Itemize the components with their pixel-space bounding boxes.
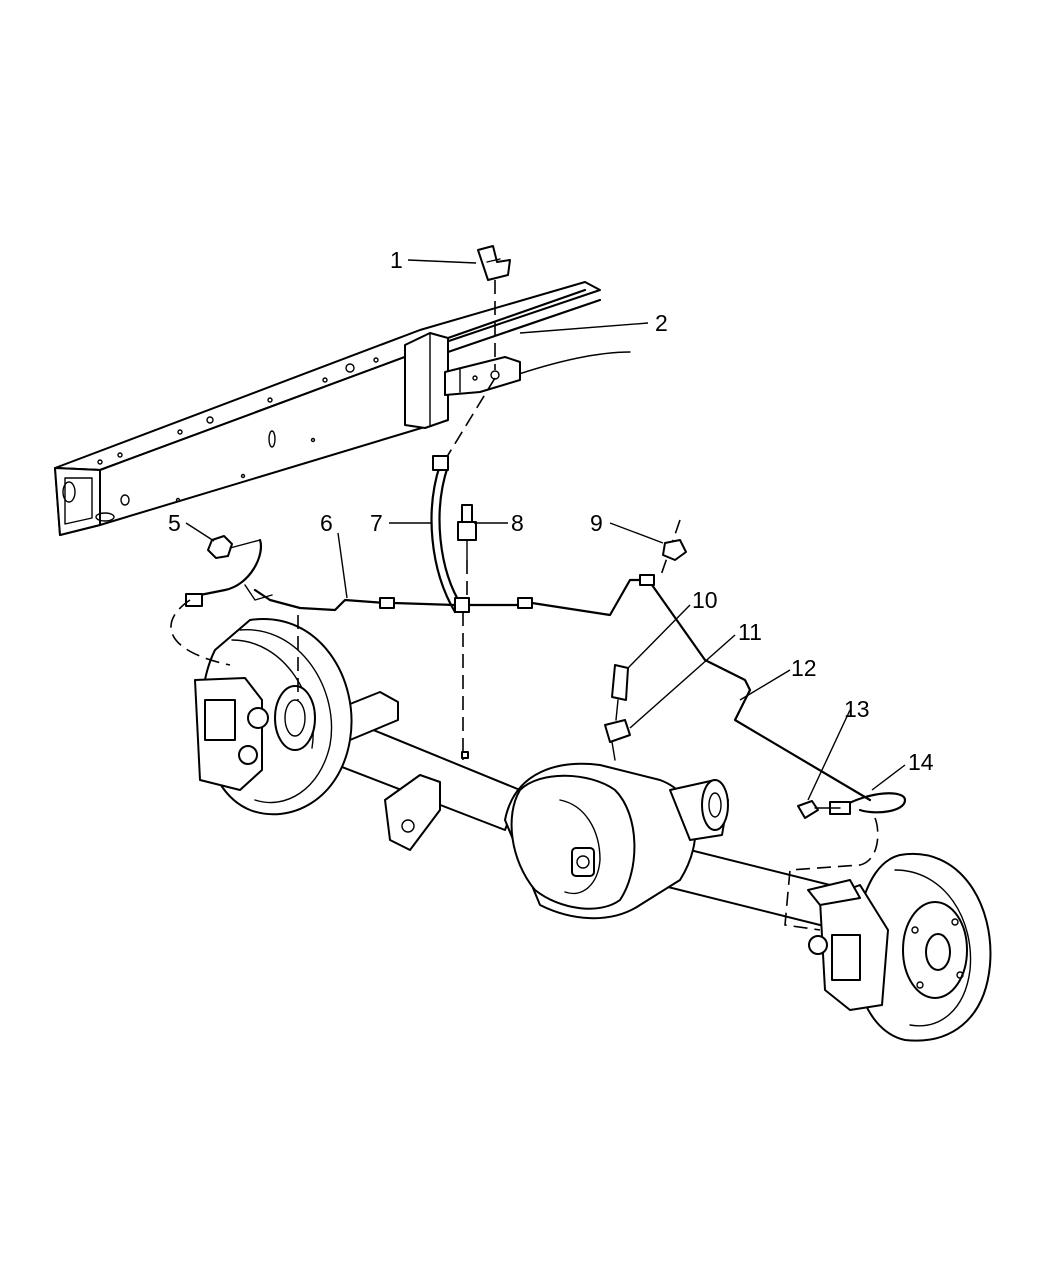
vent: [611, 664, 629, 721]
bolt: [207, 535, 261, 559]
fitting: [457, 504, 477, 600]
callout-1: 1: [390, 247, 403, 273]
axle-clip: [604, 719, 631, 761]
nut: [662, 539, 687, 561]
callout-13: 13: [844, 696, 870, 722]
brake-hose: [430, 377, 496, 614]
frame-rail: [54, 281, 631, 536]
callout-9: 9: [590, 510, 603, 536]
callout-8: 8: [511, 510, 524, 536]
retaining-clip: [477, 245, 511, 281]
callout-14: 14: [908, 749, 934, 775]
callout-5: 5: [168, 510, 181, 536]
callout-leaders: [185, 259, 906, 801]
rear-axle: [284, 691, 871, 936]
callout-11: 11: [738, 619, 762, 645]
callout-10: 10: [692, 587, 718, 613]
brake-hose-bracket: [444, 356, 521, 396]
callout-12: 12: [791, 655, 817, 681]
callout-7: 7: [370, 510, 383, 536]
left-brake-assembly: [194, 618, 353, 816]
callout-6: 6: [320, 510, 333, 536]
callout-labels: 1 2 5 6 7 8 9 10 11 12 13 14: [168, 247, 934, 775]
callout-2: 2: [655, 310, 668, 336]
brake-lines: [170, 519, 907, 931]
right-brake-assembly: [807, 852, 992, 1042]
